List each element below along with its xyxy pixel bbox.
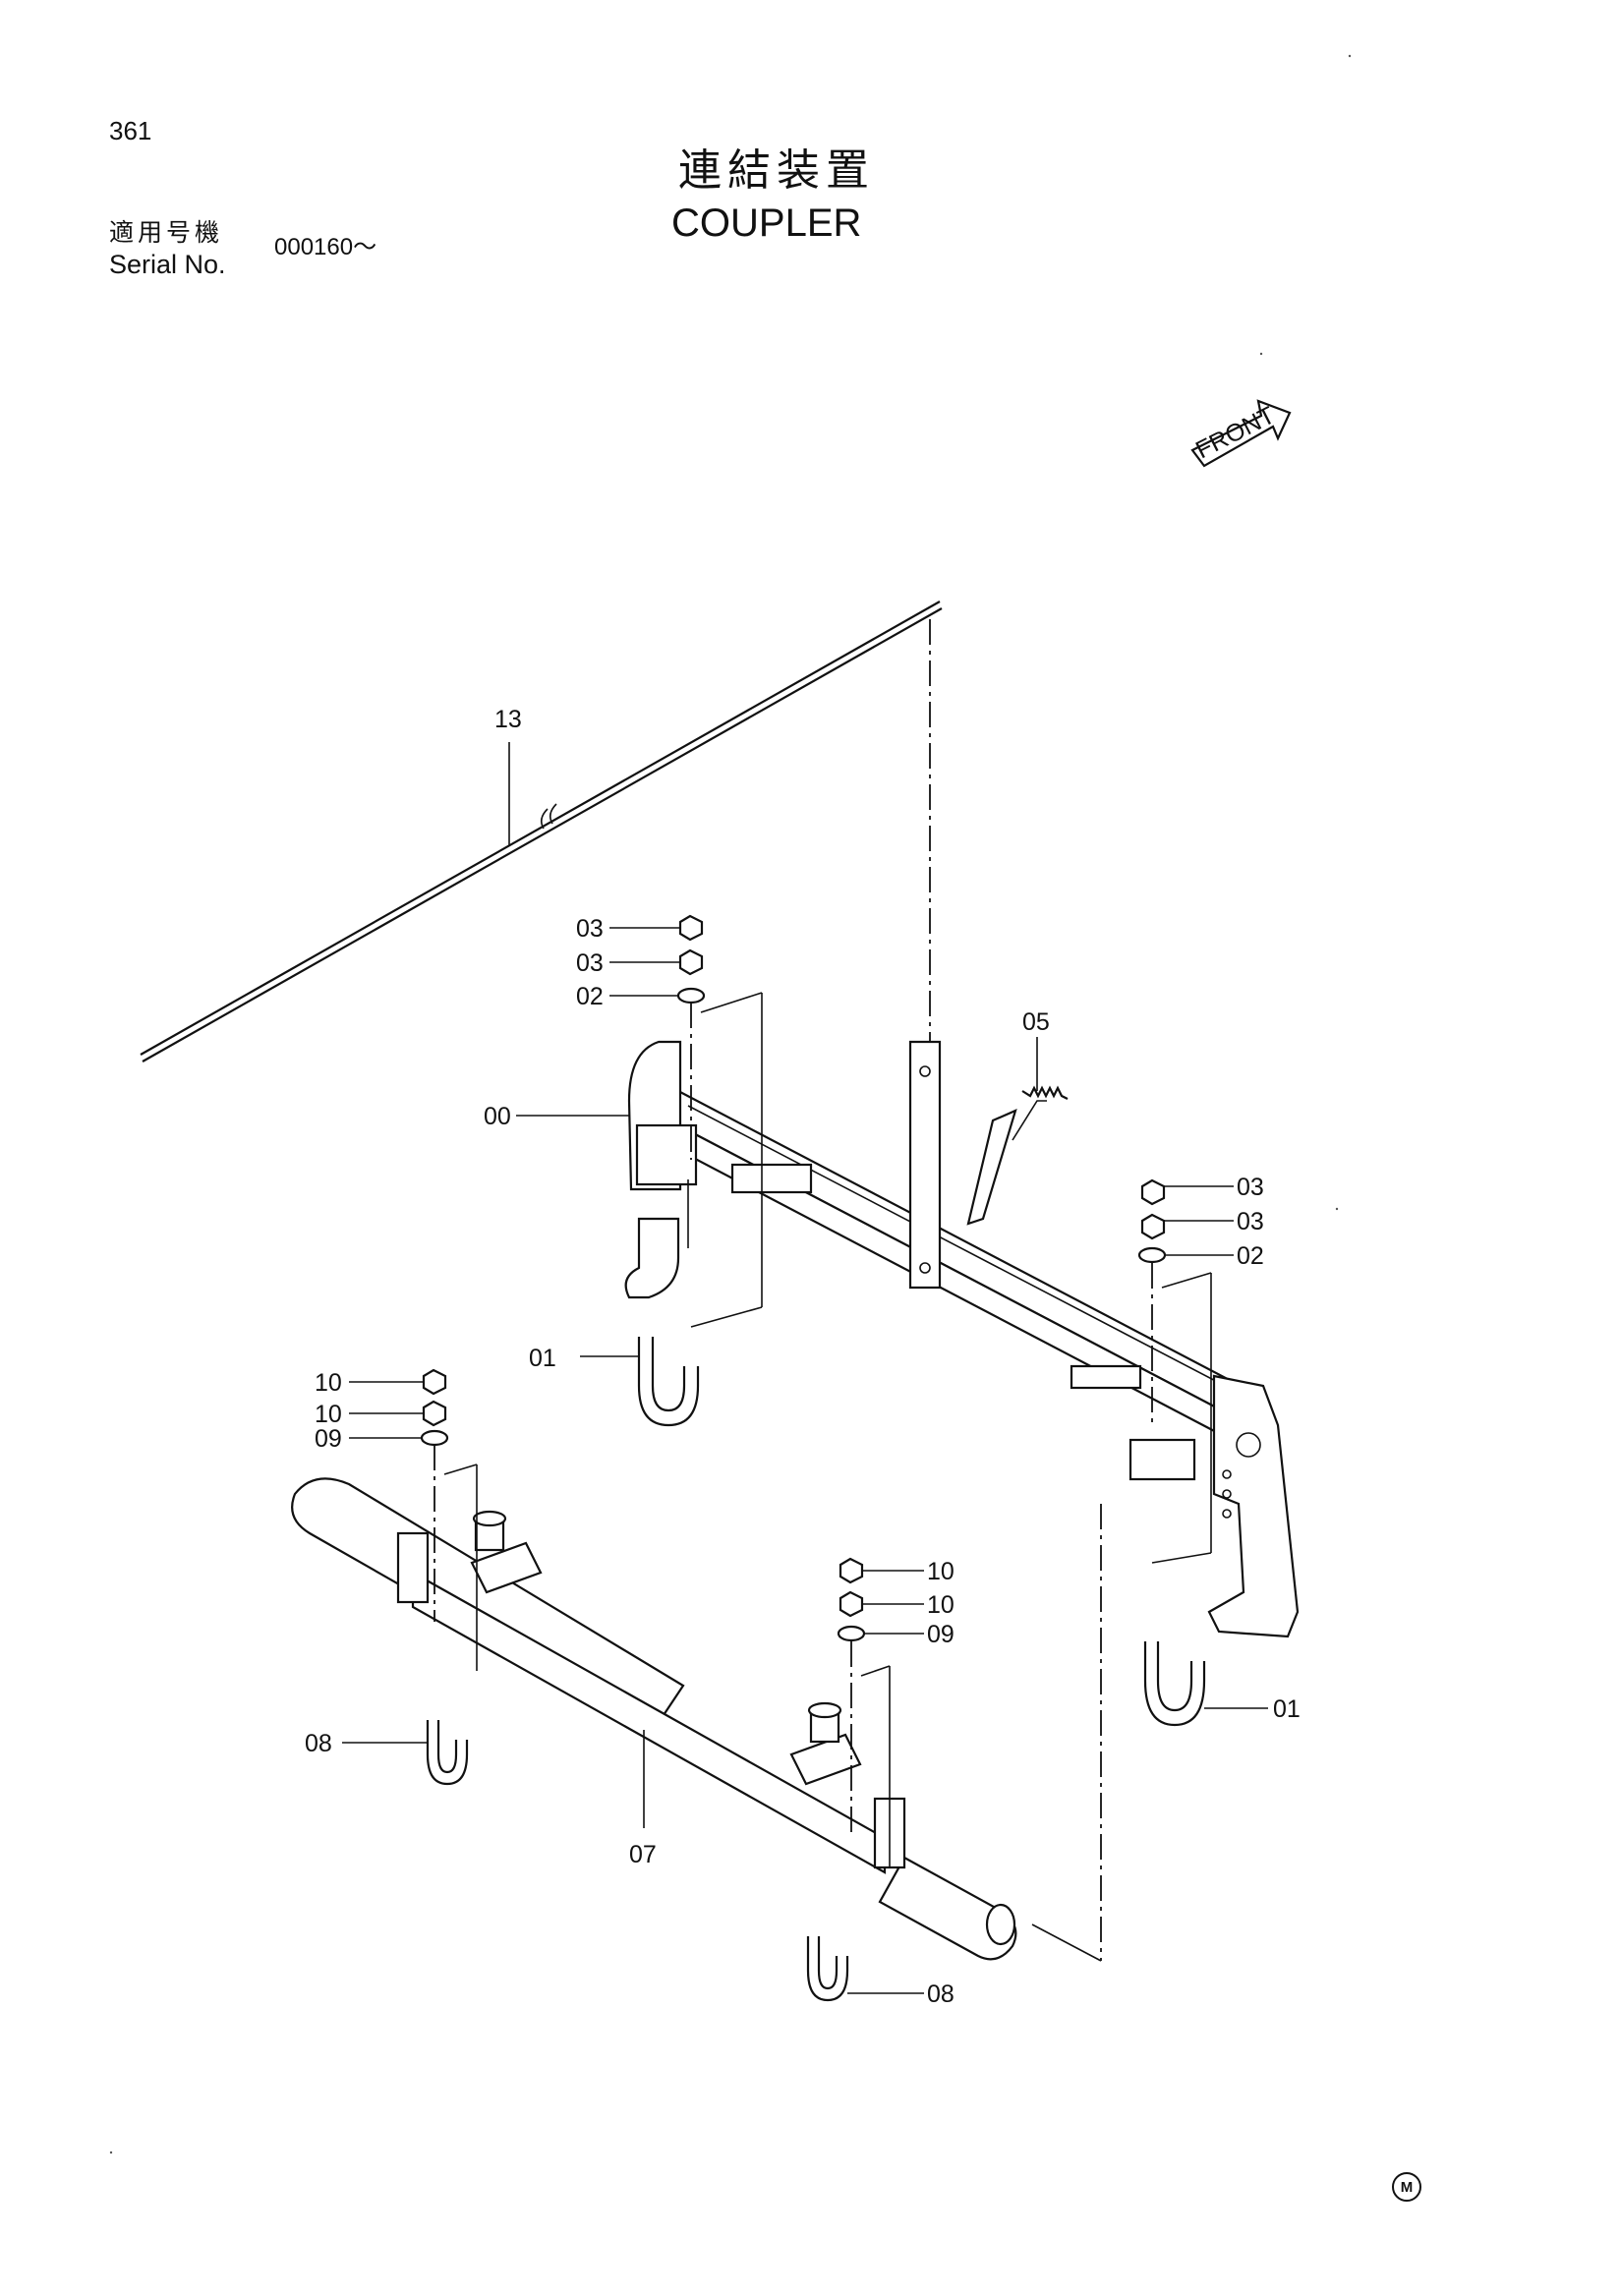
callout-10-a: 10 bbox=[315, 1369, 342, 1397]
callout-03-c: 03 bbox=[1237, 1174, 1264, 1201]
scan-dot bbox=[1348, 54, 1352, 58]
page-number: 361 bbox=[109, 116, 152, 145]
front-label: FRONT bbox=[1191, 401, 1279, 464]
u-bolt-part-08-right bbox=[806, 1936, 924, 2002]
callout-13: 13 bbox=[494, 706, 522, 733]
callout-09-b: 09 bbox=[927, 1621, 955, 1648]
front-arrow-icon: FRONT bbox=[1190, 399, 1292, 468]
callout-00: 00 bbox=[484, 1103, 511, 1130]
upper-right-fastener-stack bbox=[1137, 1178, 1234, 1564]
maker-mark-icon: M bbox=[1392, 2172, 1421, 2202]
scan-dot bbox=[109, 2151, 113, 2154]
callout-08-b: 08 bbox=[927, 1980, 955, 2008]
callout-10-d: 10 bbox=[927, 1591, 955, 1619]
main-coupler-beam-part-00 bbox=[624, 1040, 1300, 1638]
callout-01-a: 01 bbox=[529, 1345, 556, 1372]
u-bolt-part-08-left bbox=[342, 1720, 469, 1786]
u-bolt-part-01-lower bbox=[1143, 1641, 1268, 1727]
serial-number-value: 000160～ bbox=[274, 234, 377, 260]
callout-03-b: 03 bbox=[576, 949, 604, 977]
title-english: COUPLER bbox=[671, 201, 862, 245]
callout-05: 05 bbox=[1022, 1008, 1050, 1036]
u-bolt-part-01-upper bbox=[580, 1337, 700, 1427]
lower-left-fastener-stack bbox=[349, 1368, 478, 1671]
lower-right-fastener-stack bbox=[837, 1557, 924, 1867]
serial-label-english: Serial No. bbox=[109, 250, 226, 279]
upper-left-fastener-stack bbox=[609, 914, 763, 1328]
spring-part-05 bbox=[1012, 1037, 1069, 1141]
scan-dot bbox=[1335, 1207, 1339, 1211]
callout-03-d: 03 bbox=[1237, 1208, 1264, 1235]
callout-03-a: 03 bbox=[576, 915, 604, 943]
callout-10-c: 10 bbox=[927, 1558, 955, 1585]
callout-08-a: 08 bbox=[305, 1730, 332, 1757]
lower-beam-part-07 bbox=[291, 1477, 1017, 1961]
scan-dot bbox=[1259, 352, 1263, 356]
rod-part-13 bbox=[140, 601, 943, 1062]
callout-02-b: 02 bbox=[1237, 1242, 1264, 1270]
callout-07: 07 bbox=[629, 1841, 657, 1868]
serial-label-japanese: 適用号機 bbox=[109, 218, 224, 247]
callout-09-a: 09 bbox=[315, 1425, 342, 1453]
title-japanese: 連結装置 bbox=[678, 145, 875, 196]
callout-02-a: 02 bbox=[576, 983, 604, 1010]
callout-10-b: 10 bbox=[315, 1401, 342, 1428]
callout-01-b: 01 bbox=[1273, 1695, 1301, 1723]
